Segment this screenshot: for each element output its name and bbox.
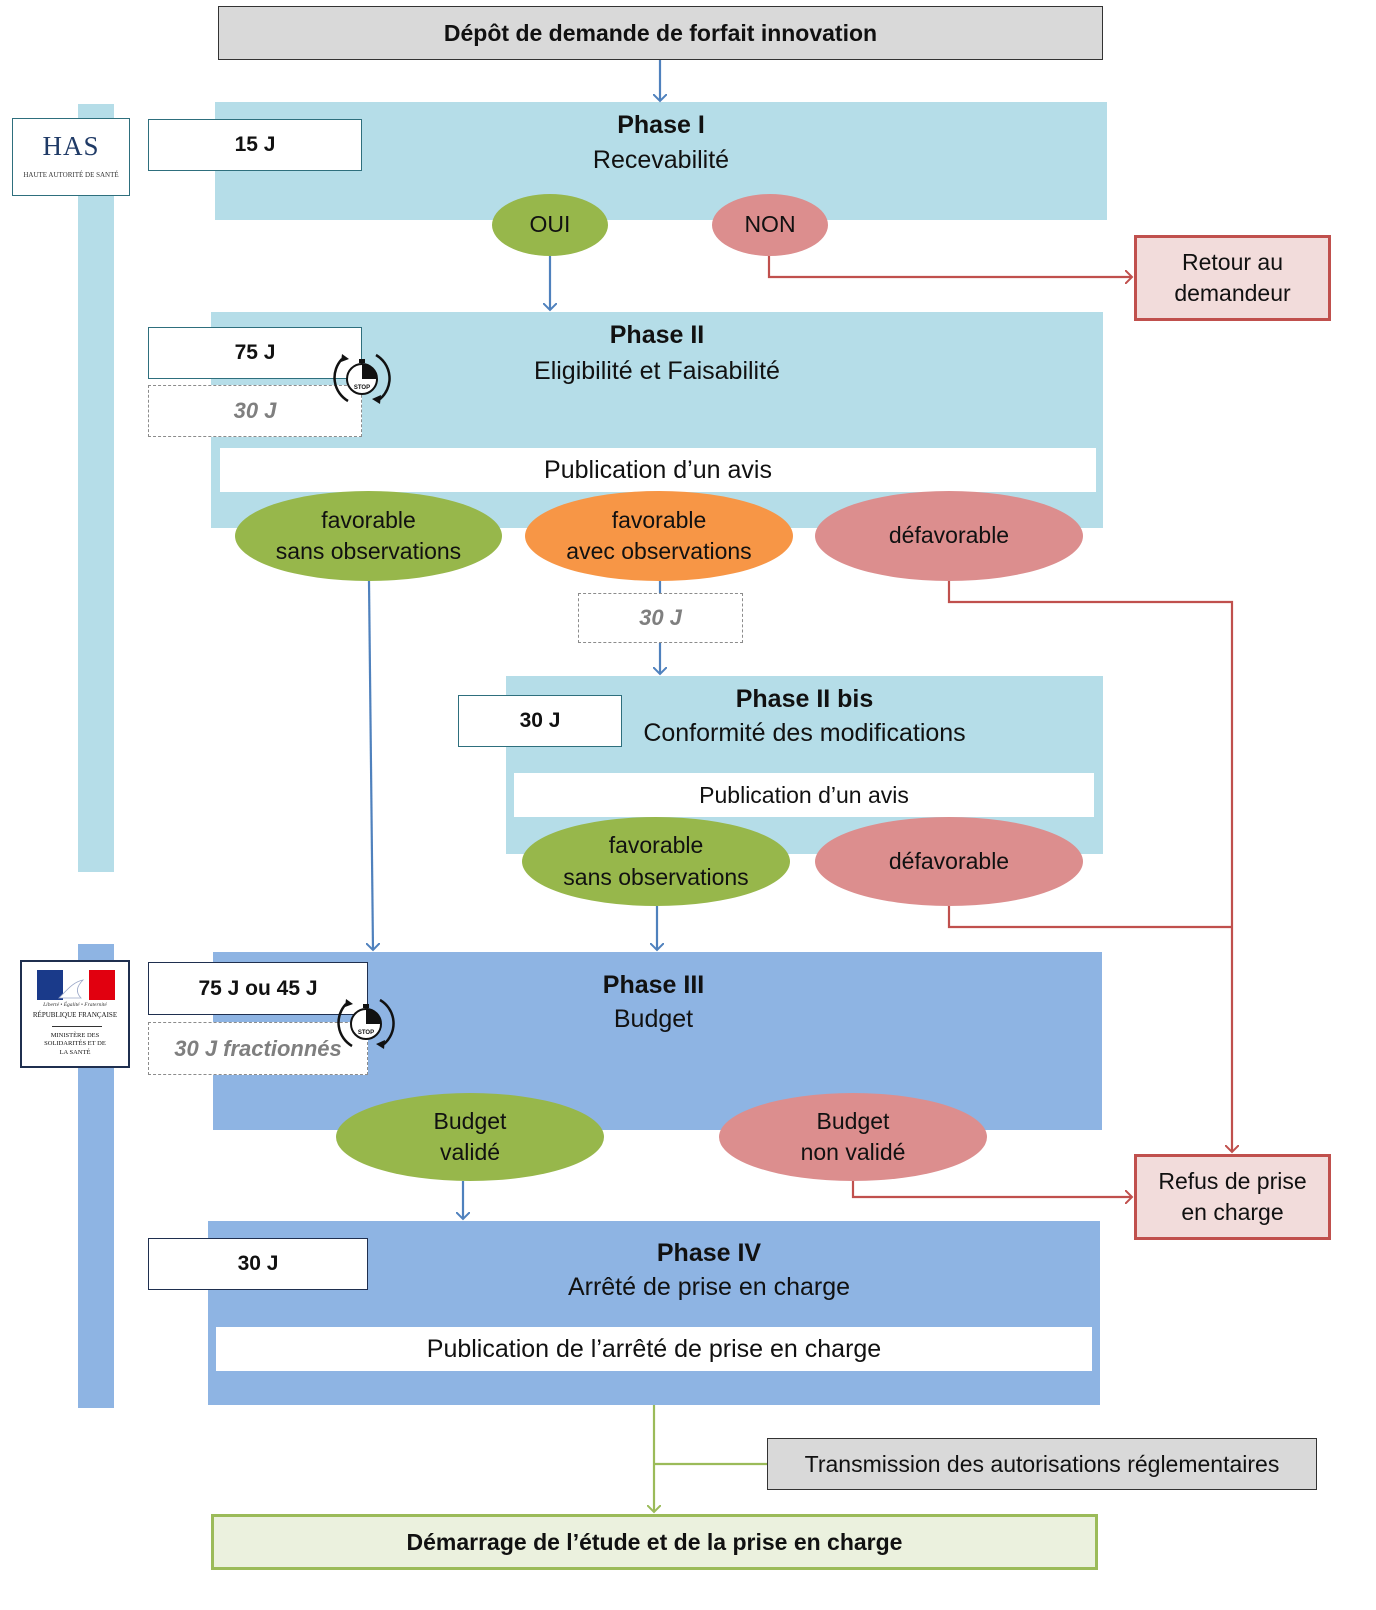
has-logo-subtitle: HAUTE AUTORITÉ DE SANTÉ	[23, 171, 119, 179]
phase-2-publication: Publication d’un avis	[220, 448, 1096, 492]
phase-4-title: Phase IV	[656, 1239, 762, 1267]
phase-1-days-label: 15 J	[234, 133, 276, 156]
phase-2bis-subtitle: Conformité des modifications	[643, 719, 966, 747]
transmission-box: Transmission des autorisations réglement…	[767, 1438, 1317, 1490]
has-logo: HAS HAUTE AUTORITÉ DE SANTÉ	[12, 118, 130, 196]
refusal-line-1: Refus de prise	[1158, 1167, 1307, 1194]
phase-1-no-label: NON	[744, 211, 796, 238]
phase-2bis-unfav-label: défavorable	[888, 847, 1010, 874]
phase-2-fav-no-obs-pill: favorable sans observations	[235, 491, 502, 581]
phase-1-yes-label: OUI	[529, 211, 571, 238]
phase-2bis-days-label: 30 J	[519, 709, 561, 732]
phase-2-fav-no-obs-line-1: favorable	[321, 506, 416, 533]
phase-4-days-label: 30 J	[237, 1252, 279, 1275]
phase-2-title: Phase II	[609, 321, 705, 349]
return-line-2: demandeur	[1174, 280, 1291, 306]
phase-2-fav-no-obs-line-2: sans observations	[275, 538, 462, 564]
phase-2-observation-delay: 30 J	[578, 593, 743, 643]
phase-2-fav-obs-line-1: favorable	[611, 506, 707, 533]
phase-1-title: Phase I	[617, 111, 705, 139]
return-to-applicant-box: Retour au demandeur	[1134, 235, 1331, 321]
ministry-divider	[52, 1026, 102, 1027]
ministry-name: MINISTÈRE DES SOLIDARITÉS ET DE LA SANTÉ	[44, 1032, 106, 1056]
phase-4-publication-label: Publication de l’arrêté de prise en char…	[426, 1334, 882, 1363]
stopwatch-label: STOP	[358, 1030, 374, 1036]
stopwatch-label: STOP	[354, 385, 370, 391]
study-start-box: Démarrage de l’étude et de la prise en c…	[211, 1514, 1098, 1570]
phase-2-subtitle: Eligibilité et Faisabilité	[534, 357, 780, 385]
phase-4-publication: Publication de l’arrêté de prise en char…	[216, 1327, 1092, 1371]
phase-3-not-validated-pill: Budget non validé	[719, 1093, 987, 1181]
line-unfav-phase-2bis	[947, 906, 1232, 929]
phase-2bis-fav-line-2: sans observations	[563, 863, 749, 890]
phase-2bis-days: 30 J	[458, 695, 622, 747]
phase-2-fav-obs-line-2: avec observations	[566, 538, 752, 564]
phase-1-days: 15 J	[148, 119, 362, 171]
phase-3-days: 75 J ou 45 J	[148, 962, 368, 1015]
phase-1-block: Phase I Recevabilité	[215, 102, 1107, 220]
phase-4-days: 30 J	[148, 1238, 368, 1290]
phase-3-days-label: 75 J ou 45 J	[198, 976, 318, 1000]
ministry-motto: Liberté • Égalité • Fraternité	[43, 1002, 107, 1008]
submission-box: Dépôt de demande de forfait innovation	[218, 6, 1103, 60]
phase-3-validated-line-1: Budget	[433, 1107, 507, 1134]
phase-2-stop-days: 30 J	[148, 385, 362, 437]
phase-2bis-fav-line-1: favorable	[608, 832, 704, 859]
stopwatch-icon: STOP	[337, 998, 395, 1049]
arrow-no-to-return	[767, 256, 1132, 277]
ministry-republic: RÉPUBLIQUE FRANÇAISE	[32, 1011, 118, 1019]
phase-2-fav-obs-pill: favorable avec observations	[525, 491, 793, 581]
arrow-budget-not-validated-to-refusal	[851, 1181, 1132, 1197]
phase-3-not-validated-line-2: non validé	[800, 1139, 906, 1165]
phase-2bis-fav-pill: favorable sans observations	[522, 817, 790, 906]
phase-2-days: 75 J	[148, 327, 362, 379]
phase-2-publication-label: Publication d’un avis	[544, 455, 772, 484]
phase-3-not-validated-line-1: Budget	[816, 1107, 890, 1134]
submission-label: Dépôt de demande de forfait innovation	[443, 19, 878, 46]
stopwatch-icon: STOP	[333, 353, 391, 404]
study-start-label: Démarrage de l’étude et de la prise en c…	[406, 1528, 903, 1555]
has-logo-mark: HAS	[42, 131, 100, 161]
phase-3-validated-pill: Budget validé	[336, 1093, 604, 1181]
phase-2bis-publication: Publication d’un avis	[514, 773, 1094, 817]
phase-3-validated-line-2: validé	[439, 1139, 501, 1165]
phase-1-no-pill: NON	[712, 194, 828, 256]
arrow-fav-no-obs-to-phase-3	[369, 580, 373, 950]
return-line-1: Retour au	[1181, 248, 1283, 275]
marianne-flag-icon	[37, 970, 115, 1000]
coverage-refusal-box: Refus de prise en charge	[1134, 1154, 1331, 1240]
phase-1-subtitle: Recevabilité	[592, 146, 730, 174]
phase-2-unfav-pill: défavorable	[815, 491, 1083, 581]
phase-2bis-unfav-pill: défavorable	[815, 817, 1083, 906]
phase-3-stop-days: 30 J fractionnés	[148, 1022, 368, 1075]
phase-3-stop-days-label: 30 J fractionnés	[174, 1035, 342, 1061]
phase-2-unfav-label: défavorable	[888, 522, 1010, 549]
phase-2-observation-delay-label: 30 J	[639, 605, 682, 630]
phase-3-title: Phase III	[602, 971, 705, 999]
has-timeline-bar	[78, 104, 114, 872]
refusal-line-2: en charge	[1181, 1199, 1284, 1225]
phase-2-stop-days-label: 30 J	[233, 398, 277, 423]
phase-2-days-label: 75 J	[234, 341, 276, 364]
phase-4-subtitle: Arrêté de prise en charge	[567, 1273, 851, 1301]
phase-3-subtitle: Budget	[613, 1005, 694, 1033]
phase-2bis-title: Phase II bis	[735, 685, 874, 713]
ministry-logo: Liberté • Égalité • Fraternité RÉPUBLIQU…	[20, 960, 130, 1068]
phase-1-yes-pill: OUI	[492, 194, 608, 256]
transmission-label: Transmission des autorisations réglement…	[804, 1450, 1280, 1477]
phase-2bis-publication-label: Publication d’un avis	[699, 781, 909, 808]
